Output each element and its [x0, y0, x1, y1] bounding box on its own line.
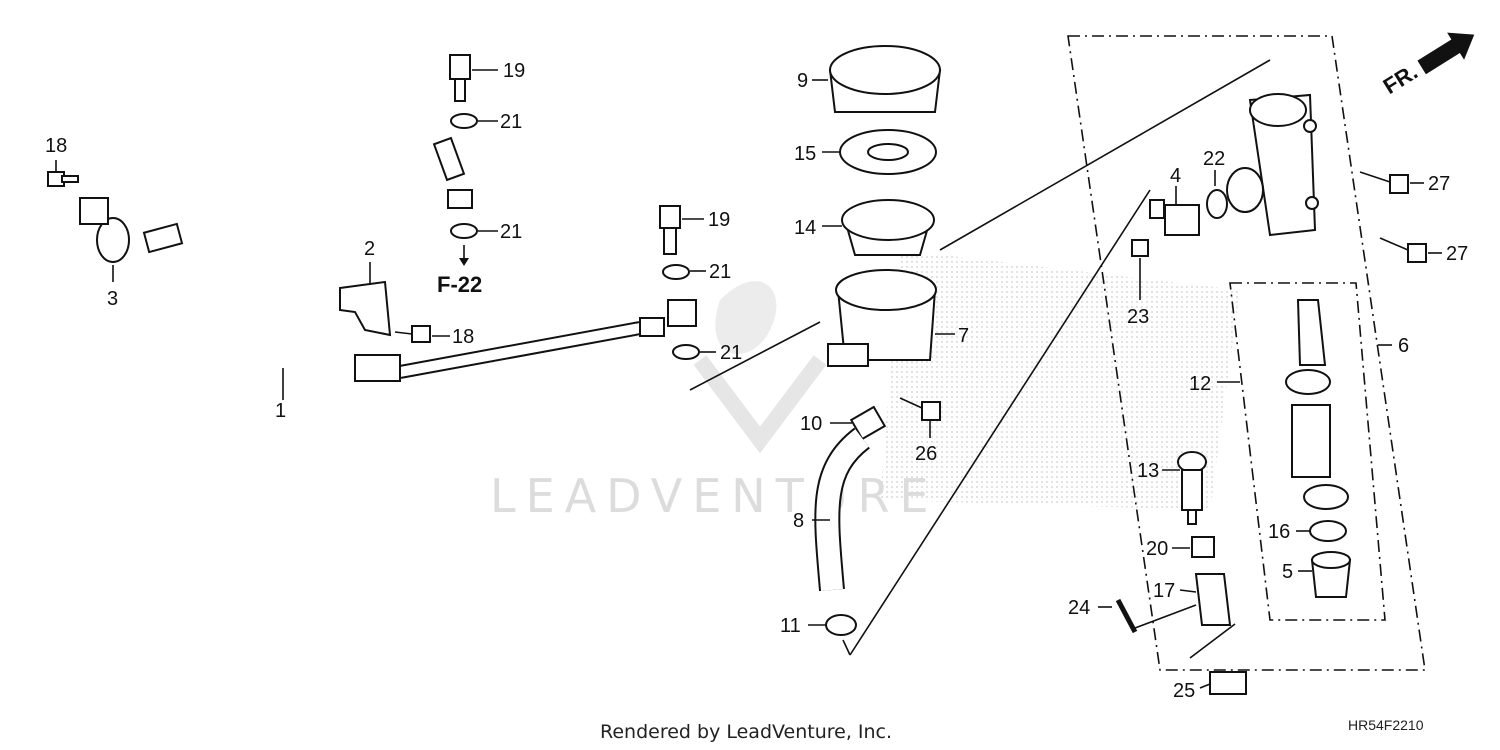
front-arrow: FR. — [1379, 32, 1475, 99]
part-18-bolt-left — [47, 160, 79, 187]
banjo-fitting-icon — [667, 299, 697, 327]
part-20-nut — [1172, 536, 1215, 558]
part-21-washer-mid-2 — [672, 344, 716, 360]
callout-21-mid-1: 21 — [709, 261, 731, 283]
callout-11: 11 — [780, 615, 801, 637]
part-27-bolt-upper — [1359, 171, 1424, 194]
callout-13: 13 — [1137, 460, 1159, 482]
part-15-diaphragm-plate — [822, 129, 937, 175]
callout-21-mid-2: 21 — [720, 342, 742, 364]
callout-15: 15 — [794, 143, 816, 165]
master-cylinder-group-outline — [1067, 35, 1426, 671]
callout-21-upper-1: 21 — [500, 111, 522, 133]
guide-line — [939, 59, 1271, 251]
watermark-text: LEADVENTURE — [490, 469, 939, 523]
callout-21-upper-2: 21 — [500, 221, 522, 243]
diagram-code: HR54F2210 — [1348, 717, 1424, 733]
callout-4: 4 — [1170, 165, 1181, 187]
part-5-boot — [1298, 551, 1352, 598]
callout-1: 1 — [275, 400, 286, 422]
callout-8: 8 — [793, 510, 804, 532]
callout-3: 3 — [107, 288, 118, 310]
part-10-clip — [830, 405, 887, 441]
callout-5: 5 — [1282, 561, 1293, 583]
part-19-bolt-upper — [449, 54, 498, 102]
callout-27-upper: 27 — [1428, 173, 1450, 195]
part-16-circlip — [1296, 520, 1347, 542]
piston-set-outline — [1229, 282, 1386, 621]
callout-26: 26 — [915, 443, 937, 465]
callout-22: 22 — [1203, 148, 1225, 170]
part-25-pin — [1189, 623, 1247, 695]
callout-9: 9 — [797, 70, 808, 92]
part-13-push-rod — [1162, 451, 1207, 525]
part-3-clamp — [79, 197, 130, 282]
reference-link[interactable]: F-22 — [437, 272, 482, 297]
part-11-clamp — [808, 614, 857, 636]
callout-7: 7 — [958, 325, 969, 347]
part-14-diaphragm — [822, 199, 935, 256]
part-4-joint — [1149, 186, 1200, 236]
callout-19-mid: 19 — [708, 209, 730, 231]
callout-17: 17 — [1153, 580, 1175, 602]
callout-23: 23 — [1127, 306, 1149, 328]
part-2-bracket — [339, 262, 392, 337]
part-6-master-cylinder — [1226, 93, 1319, 237]
callout-25: 25 — [1173, 680, 1195, 702]
callout-27-lower: 27 — [1446, 243, 1468, 265]
part-19-bolt-mid — [659, 205, 704, 255]
callout-18-left: 18 — [45, 135, 67, 157]
front-arrow-label: FR. — [1379, 59, 1422, 99]
watermark: LEADVENTURE — [490, 250, 1240, 523]
guide-line — [849, 189, 1151, 656]
part-8-hose — [812, 427, 871, 592]
part-21-washer-upper-2 — [450, 223, 498, 266]
callout-16: 16 — [1268, 521, 1290, 543]
callout-18-bracket: 18 — [452, 326, 474, 348]
part-18-bolt-bracket — [394, 325, 450, 343]
callout-10: 10 — [800, 413, 822, 435]
part-22-o-ring — [1206, 170, 1228, 219]
front-arrow-icon — [1417, 32, 1475, 75]
part-24-cotter-pin — [1098, 598, 1197, 634]
callout-24: 24 — [1068, 597, 1090, 619]
callout-14: 14 — [794, 217, 816, 239]
callout-2: 2 — [364, 238, 375, 260]
callout-19-upper: 19 — [503, 60, 525, 82]
callout-20: 20 — [1146, 538, 1168, 560]
part-26-bolt — [899, 397, 941, 438]
part-23-screw — [1131, 239, 1149, 300]
part-12-piston-set — [1285, 299, 1349, 510]
part-21-washer-upper-1 — [450, 113, 498, 129]
guide-line — [689, 321, 821, 391]
part-7-reservoir — [827, 269, 955, 367]
part-17-joint — [1179, 573, 1232, 626]
hose-fitting-icon — [354, 354, 401, 382]
part-21-washer-mid-1 — [662, 264, 706, 280]
callout-6: 6 — [1398, 335, 1409, 357]
part-27-bolt-lower — [1379, 237, 1442, 263]
callout-12: 12 — [1189, 373, 1211, 395]
part-9-cap — [812, 45, 942, 113]
footer-credit: Rendered by LeadVenture, Inc. — [600, 721, 892, 743]
part-1-brake-hose — [142, 100, 665, 400]
